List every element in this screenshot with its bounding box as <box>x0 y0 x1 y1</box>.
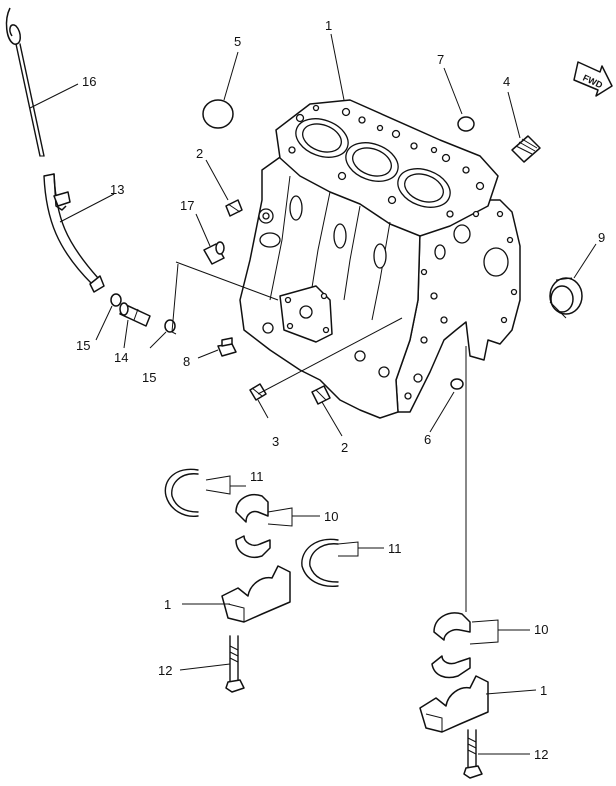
callout-15: 15 <box>76 338 90 353</box>
callout-14: 14 <box>114 350 128 365</box>
callout-1: 1 <box>164 597 171 612</box>
guide-adapter <box>119 302 151 327</box>
callout-2: 2 <box>341 440 348 455</box>
callout-9: 9 <box>598 230 605 245</box>
plug-right <box>311 385 331 405</box>
cylinder-block <box>239 99 521 419</box>
callout-10: 10 <box>324 509 338 524</box>
o-ring-left <box>110 293 122 307</box>
small-plug <box>450 378 464 390</box>
callout-11: 11 <box>250 469 264 484</box>
callout-16: 16 <box>82 74 96 89</box>
callout-4: 4 <box>503 74 510 89</box>
callout-3: 3 <box>272 434 279 449</box>
dipstick <box>5 7 45 157</box>
bearing-shell-lower <box>431 612 471 679</box>
callout-15: 15 <box>142 370 156 385</box>
callout-2: 2 <box>196 146 203 161</box>
thrust-washer-middle <box>301 538 339 587</box>
bearing-cap-right <box>419 675 489 733</box>
callout-1: 1 <box>325 18 332 33</box>
bearing-cap-left <box>221 565 291 623</box>
callout-12: 12 <box>158 663 172 678</box>
forward-arrow-icon: FWD <box>573 61 613 97</box>
rear-seal <box>549 277 583 319</box>
thrust-washer-upper <box>164 468 199 517</box>
threaded-plug <box>511 135 541 163</box>
callout-12: 12 <box>534 747 548 762</box>
callout-11: 11 <box>388 541 402 556</box>
bolt-left <box>225 635 245 693</box>
leader-lines <box>29 33 597 755</box>
callout-13: 13 <box>110 182 124 197</box>
plug-with-washer <box>203 241 225 265</box>
plug-upper <box>225 199 243 217</box>
callout-6: 6 <box>424 432 431 447</box>
callout-7: 7 <box>437 52 444 67</box>
o-ring-right <box>164 319 176 333</box>
callout-17: 17 <box>180 198 194 213</box>
bearing-shell-upper <box>235 494 271 558</box>
callout-labels: 1 1 1 2 2 3 4 5 6 7 8 9 10 10 11 11 12 1… <box>76 18 605 762</box>
callout-1: 1 <box>540 683 547 698</box>
cup-plug-small <box>457 116 475 132</box>
plug-lower <box>249 383 267 401</box>
cup-plug-large <box>202 99 234 129</box>
dipstick-guide-tube <box>43 173 105 293</box>
callout-10: 10 <box>534 622 548 637</box>
callout-8: 8 <box>183 354 190 369</box>
bolt-right <box>463 729 483 779</box>
callout-5: 5 <box>234 34 241 49</box>
drain-plug <box>217 337 237 357</box>
